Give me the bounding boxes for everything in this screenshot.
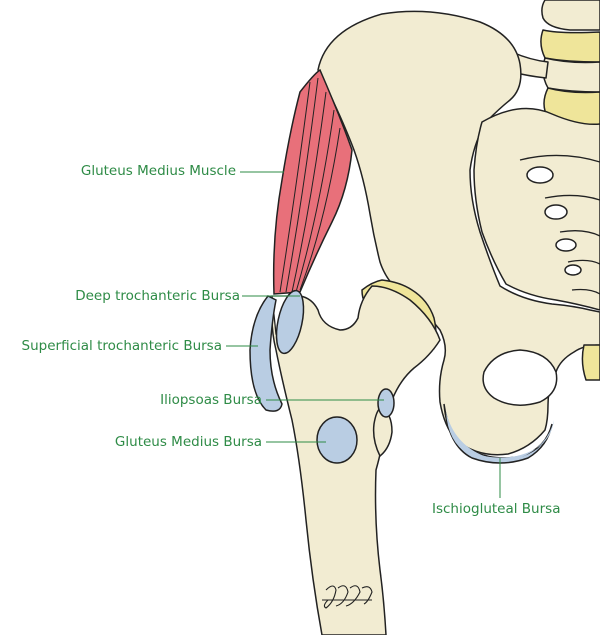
sacral-foramen-3 bbox=[555, 238, 577, 252]
lumbar-vertebra-lower bbox=[542, 57, 600, 93]
sacral-foramen-2 bbox=[544, 204, 568, 220]
vertebral-disc-upper bbox=[540, 29, 600, 63]
sacral-foramen-4 bbox=[564, 264, 582, 276]
label-ischiogluteal-bursa: Ischiogluteal Bursa bbox=[432, 501, 561, 517]
deep-trochanteric-bursa bbox=[275, 289, 305, 355]
obturator-foramen bbox=[482, 349, 558, 406]
sacral-foramen-1 bbox=[526, 166, 554, 184]
lumbar-vertebra bbox=[541, 0, 600, 31]
pubic-cartilage bbox=[581, 344, 600, 381]
label-deep-trochanteric-bursa: Deep trochanteric Bursa bbox=[75, 288, 240, 304]
artist-signature bbox=[322, 585, 373, 609]
superficial-trochanteric-bursa bbox=[249, 295, 283, 412]
label-superficial-trochanteric-bursa: Superficial trochanteric Bursa bbox=[21, 338, 222, 354]
gluteus-medius-bursa bbox=[316, 416, 358, 464]
iliopsoas-bursa bbox=[377, 388, 395, 418]
lesser-trochanter bbox=[372, 407, 393, 458]
label-gluteus-medius-muscle: Gluteus Medius Muscle bbox=[80, 163, 236, 179]
label-iliopsoas-bursa: Iliopsoas Bursa bbox=[160, 392, 262, 408]
label-gluteus-medius-bursa: Gluteus Medius Bursa bbox=[114, 434, 262, 450]
sacrum bbox=[473, 107, 600, 311]
